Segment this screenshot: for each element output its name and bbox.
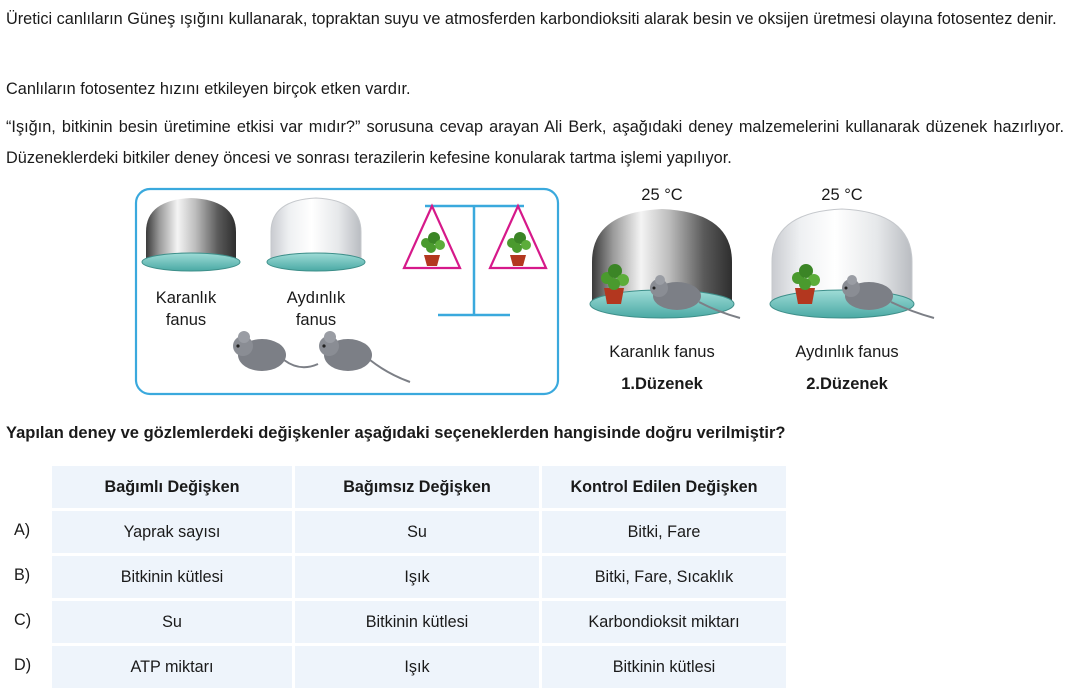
setup1-title: 1.Düzenek (621, 375, 703, 393)
right-pan-triangle (488, 203, 548, 270)
light-dome-small (266, 197, 366, 272)
option-letter[interactable]: D) (8, 643, 52, 688)
light-dome-label: Aydınlık fanus (286, 289, 346, 329)
table-cell: Işık (292, 553, 539, 598)
setup2-title: 2.Düzenek (806, 375, 888, 393)
table-cell: Işık (292, 643, 539, 688)
answer-options-table: Bağımlı Değişken Bağımsız Değişken Kontr… (8, 466, 786, 688)
header-controlled-variable: Kontrol Edilen Değişken (539, 466, 786, 508)
option-row-a[interactable]: A) Yaprak sayısı Su Bitki, Fare (8, 508, 786, 553)
intro-paragraph: Üretici canlıların Güneş ışığını kullana… (6, 10, 1057, 28)
option-letter[interactable]: A) (8, 508, 52, 553)
option-row-c[interactable]: C) Su Bitkinin kütlesi Karbondioksit mik… (8, 598, 786, 643)
table-cell: Karbondioksit miktarı (539, 598, 786, 643)
table-cell: Yaprak sayısı (52, 508, 292, 553)
mouse-icon (233, 331, 319, 371)
setup1-temperature: 25 °C (641, 186, 683, 204)
setup1-dark-dome (589, 209, 741, 319)
question-text: Yapılan deney ve gözlemlerdeki değişkenl… (6, 424, 786, 442)
plant-icon (507, 232, 531, 266)
header-dependent-variable: Bağımlı Değişken (52, 466, 292, 508)
option-row-b[interactable]: B) Bitkinin kütlesi Işık Bitki, Fare, Sı… (8, 553, 786, 598)
header-spacer (8, 466, 52, 508)
table-cell: Bitki, Fare, Sıcaklık (539, 553, 786, 598)
table-header-row: Bağımlı Değişken Bağımsız Değişken Kontr… (8, 466, 786, 508)
dark-dome-label: Karanlık fanus (155, 289, 217, 329)
plant-icon (421, 232, 445, 266)
table-cell: Bitkinin kütlesi (539, 643, 786, 688)
left-pan-triangle (402, 203, 462, 270)
experiment-paragraph: “Işığın, bitkinin besin üretimine etkisi… (6, 118, 1064, 167)
materials-box (134, 187, 560, 396)
table-cell: Su (292, 508, 539, 553)
mouse-icon (319, 331, 411, 383)
option-letter[interactable]: C) (8, 598, 52, 643)
table-cell: Bitki, Fare (539, 508, 786, 553)
setup1-dome-label: Karanlık fanus (609, 343, 715, 361)
factors-paragraph: Canlıların fotosentez hızını etkileyen b… (6, 80, 411, 98)
dark-dome-small (141, 198, 241, 272)
table-cell: Bitkinin kütlesi (292, 598, 539, 643)
table-cell: Bitkinin kütlesi (52, 553, 292, 598)
option-letter[interactable]: B) (8, 553, 52, 598)
setup2-temperature: 25 °C (821, 186, 863, 204)
balance-scale (402, 203, 548, 317)
table-cell: ATP miktarı (52, 643, 292, 688)
header-independent-variable: Bağımsız Değişken (292, 466, 539, 508)
setup2-light-dome (769, 208, 935, 319)
option-row-d[interactable]: D) ATP miktarı Işık Bitkinin kütlesi (8, 643, 786, 688)
setup2-dome-label: Aydınlık fanus (795, 343, 899, 361)
table-cell: Su (52, 598, 292, 643)
